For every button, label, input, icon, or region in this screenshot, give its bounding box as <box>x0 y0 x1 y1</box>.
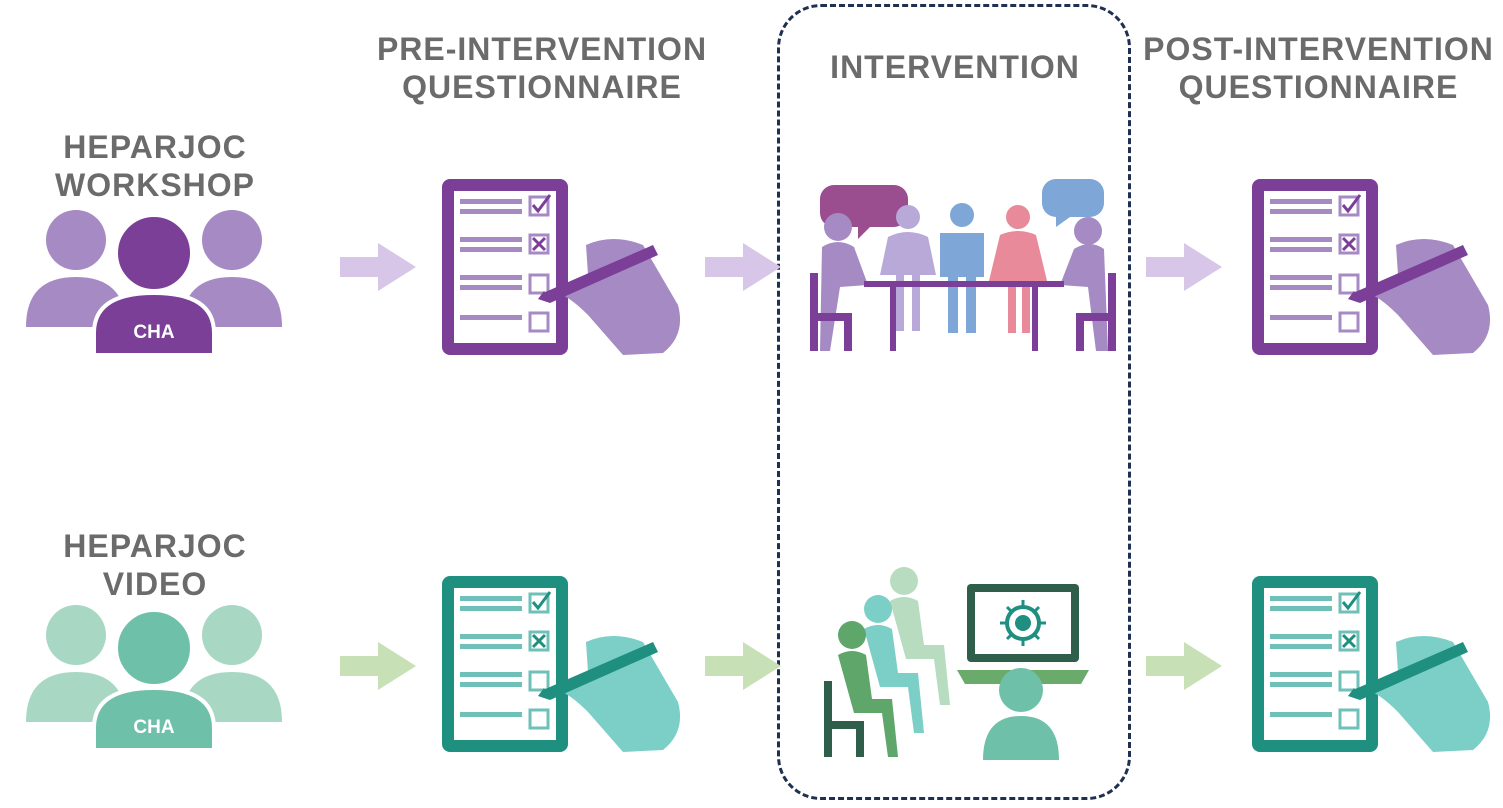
meeting-table-icon <box>810 179 1116 351</box>
pre-intervention-header: PRE-INTERVENTION QUESTIONNAIRE <box>352 30 732 106</box>
group-people-icon: CHA <box>26 210 282 357</box>
intervention-header: INTERVENTION <box>790 48 1120 86</box>
questionnaire-clipboard-icon <box>442 576 681 752</box>
video-cha-badge: CHA <box>133 717 174 738</box>
arrow-right-icon <box>1146 243 1222 291</box>
workshop-label-line2: WORKSHOP <box>55 167 255 203</box>
arrow-right-icon <box>340 642 416 690</box>
arrow-right-icon <box>1146 642 1222 690</box>
hand-pen-icon <box>556 636 681 752</box>
laptop-virus-icon <box>957 584 1089 760</box>
video-group-label: HEPARJOC VIDEO <box>20 527 290 603</box>
workshop-cha-badge: CHA <box>133 322 174 343</box>
pre-header-line1: PRE-INTERVENTION <box>376 31 708 67</box>
hand-pen-icon <box>556 239 681 355</box>
workshop-group-label: HEPARJOC WORKSHOP <box>20 128 290 204</box>
questionnaire-clipboard-icon <box>1252 179 1491 355</box>
post-intervention-header: POST-INTERVENTION QUESTIONNAIRE <box>1136 30 1501 106</box>
hand-pen-icon <box>1366 636 1491 752</box>
post-header-line1: POST-INTERVENTION <box>1143 31 1494 67</box>
questionnaire-clipboard-icon <box>442 179 681 355</box>
post-header-line2: QUESTIONNAIRE <box>1178 69 1459 105</box>
arrow-right-icon <box>705 642 781 690</box>
intervention-highlight-box <box>777 4 1131 800</box>
group-people-icon: CHA <box>26 605 282 752</box>
intervention-header-text: INTERVENTION <box>830 49 1080 85</box>
hand-pen-icon <box>1366 239 1491 355</box>
arrow-right-icon <box>705 243 781 291</box>
arrow-right-icon <box>340 243 416 291</box>
video-label-line1: HEPARJOC <box>63 528 247 564</box>
workshop-label-line1: HEPARJOC <box>63 129 247 165</box>
video-label-line2: VIDEO <box>102 566 208 602</box>
questionnaire-clipboard-icon <box>1252 576 1491 752</box>
pre-header-line2: QUESTIONNAIRE <box>402 69 682 105</box>
video-audience-icon <box>824 567 950 757</box>
